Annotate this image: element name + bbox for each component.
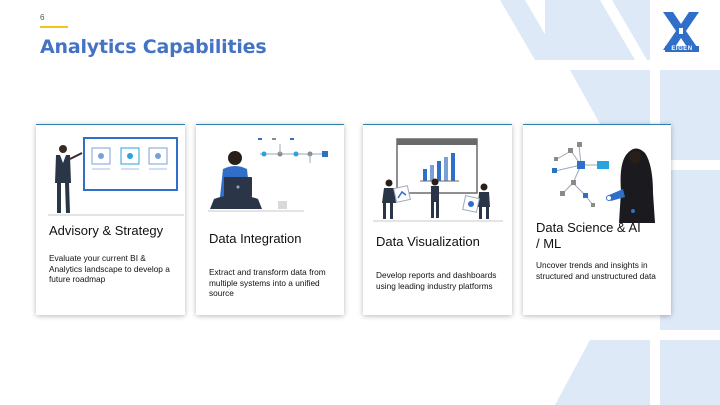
eigen-logo (663, 12, 699, 50)
card-title: Data Integration (209, 231, 302, 246)
capability-card-advisory: Advisory & Strategy Evaluate your curren… (36, 124, 185, 315)
data-tree-illustration (552, 142, 655, 223)
capability-card-visualization: Data Visualization Develop reports and d… (363, 124, 512, 315)
capability-card-integration: Data Integration Extract and transform d… (196, 124, 344, 315)
capability-card-data-science: Data Science & AI / ML Uncover trends an… (523, 124, 671, 315)
card-description: Develop reports and dashboards using lea… (376, 270, 497, 291)
accent-line (40, 26, 68, 28)
card-title: Advisory & Strategy (49, 223, 164, 238)
card-title: Data Science & AI / ML (536, 220, 641, 251)
page-number: 6 (40, 13, 45, 22)
logo-text: EIGEN (665, 46, 699, 52)
card-description: Extract and transform data from multiple… (209, 267, 326, 298)
laptop-network-illustration (208, 138, 328, 212)
dashboard-team-illustration (373, 138, 503, 222)
presentation-board-illustration (48, 137, 184, 216)
card-title: Data Visualization (376, 234, 480, 249)
slide-title: Analytics Capabilities (40, 36, 267, 58)
card-description: Evaluate your current BI & Analytics lan… (49, 253, 170, 284)
card-description: Uncover trends and insights in structure… (536, 260, 656, 281)
